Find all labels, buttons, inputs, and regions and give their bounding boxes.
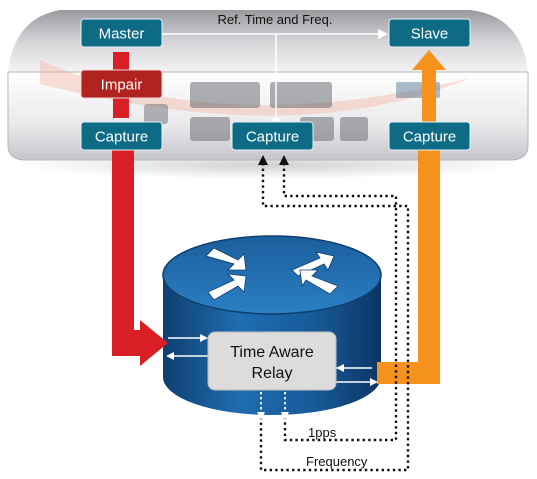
ref-time-freq-label: Ref. Time and Freq. — [218, 12, 333, 27]
impair-box: Impair — [80, 69, 163, 99]
slave-label: Slave — [411, 26, 449, 43]
capture-left-label: Capture — [95, 129, 148, 146]
red-arrowhead — [140, 320, 168, 366]
red-signal-path — [112, 52, 168, 366]
capture-right-label: Capture — [403, 129, 456, 146]
dotted-timing-lines — [259, 163, 410, 472]
orange-path-horizontal — [377, 362, 427, 384]
orange-arrowhead — [412, 50, 446, 70]
capture-box-left: Capture — [80, 121, 163, 151]
relay-io-arrows — [166, 334, 378, 386]
red-path-vertical — [112, 150, 134, 350]
relay-label-line1: Time Aware — [230, 344, 314, 361]
capture-box-center: Capture — [231, 121, 314, 151]
orange-signal-path — [377, 50, 446, 384]
slave-box: Slave — [388, 18, 471, 48]
router-arrows-icon — [205, 247, 339, 301]
master-box: Master — [80, 18, 163, 48]
red-path-horizontal — [112, 330, 142, 356]
red-link-impair-capture — [113, 96, 129, 118]
dotted-arrowheads — [258, 155, 289, 165]
relay-output-tick-heads — [257, 412, 289, 420]
capture-center-label: Capture — [246, 129, 299, 146]
frequency-label: Frequency — [306, 454, 368, 469]
red-link-master-impair — [113, 52, 129, 70]
master-label: Master — [99, 26, 145, 43]
pps-label: 1pps — [308, 425, 337, 440]
orange-path-vertical — [418, 150, 440, 384]
relay-label-line2: Relay — [252, 365, 293, 382]
orange-link-capture-slave — [422, 68, 436, 124]
impair-label: Impair — [101, 77, 143, 94]
capture-box-right: Capture — [388, 121, 471, 151]
relay-label-box: Time Aware Relay — [207, 331, 337, 391]
